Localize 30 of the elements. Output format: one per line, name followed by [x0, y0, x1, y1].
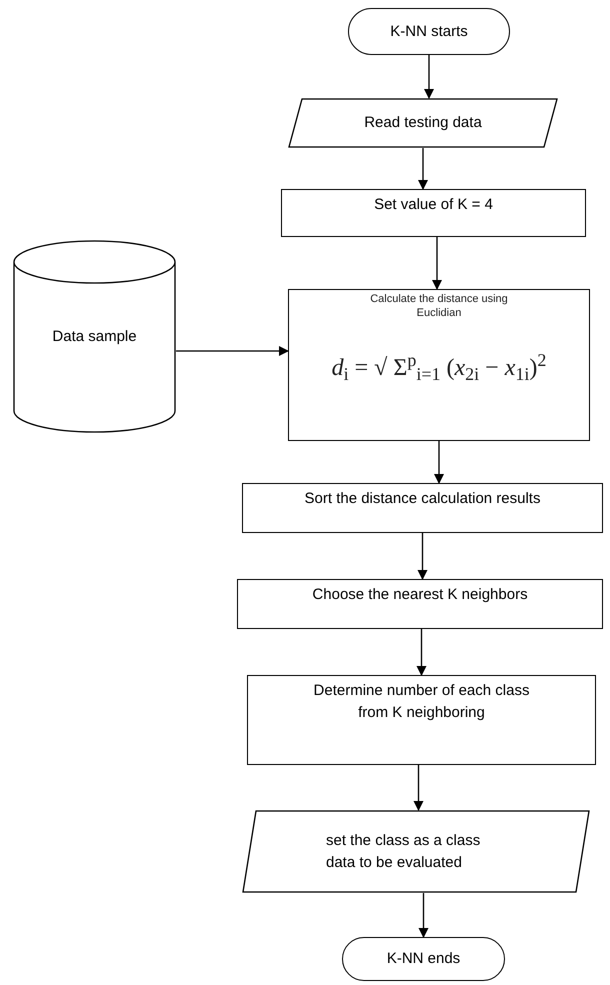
terminator-shape	[342, 937, 505, 981]
arrow	[418, 533, 428, 580]
node-label: Calculate the distance using Euclidian	[369, 292, 509, 320]
process-box	[281, 189, 586, 237]
arrow	[434, 441, 444, 484]
node-label: K-NN starts	[389, 22, 469, 42]
arrow	[176, 346, 289, 356]
database-cylinder	[13, 240, 176, 433]
input-output-parallelogram	[242, 810, 590, 893]
node-label: Sort the distance calculation results	[304, 489, 542, 509]
node-label: set the class as a class data to be evaluated	[325, 830, 482, 872]
arrow	[414, 765, 424, 811]
process-box	[237, 579, 603, 629]
terminator-shape	[348, 8, 510, 55]
input-output-parallelogram	[288, 98, 558, 148]
node-label: Data sample	[51, 326, 138, 346]
node-label: K-NN ends	[386, 949, 462, 969]
arrow	[424, 55, 434, 99]
node-label: Set value of K = 4	[373, 195, 494, 215]
process-box	[242, 483, 603, 533]
process-box	[247, 675, 596, 765]
arrow	[432, 237, 442, 290]
process-box	[288, 289, 590, 441]
arrow	[418, 893, 428, 938]
arrow	[418, 148, 428, 190]
distance-formula: d$_{i}$ = √ Σ$^{p}$$_{i=1}$ (x$_{2i}$ − x$_{1i}$)$^{2}$	[332, 350, 546, 386]
node-label: Choose the nearest K neighbors	[311, 585, 529, 605]
node-label: Determine number of each class from K neighboring	[312, 681, 530, 723]
node-label: Read testing data	[363, 113, 483, 133]
arrow	[416, 629, 426, 676]
